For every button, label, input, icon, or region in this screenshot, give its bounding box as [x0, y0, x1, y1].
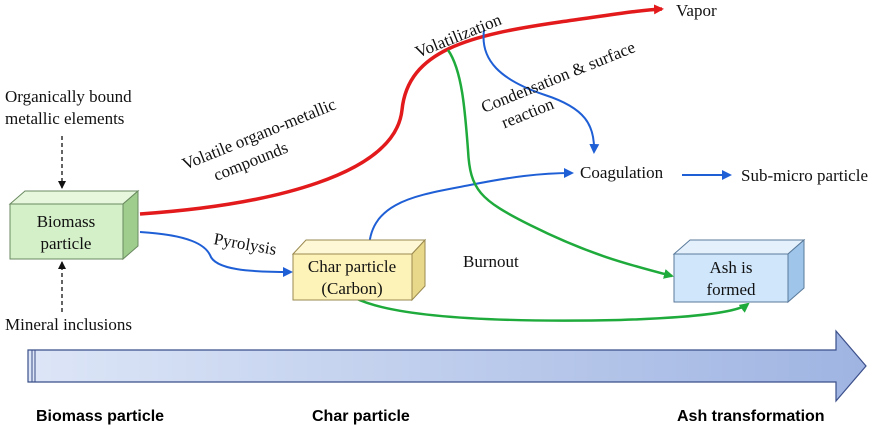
biomass-particle-box: Biomass particle: [8, 189, 140, 261]
coagulation-label: Coagulation: [580, 163, 664, 182]
ash-formed-box: Ash is formed: [672, 238, 806, 304]
submicro-label: Sub-micro particle: [741, 166, 868, 185]
volatile-path: [139, 4, 664, 216]
burnout-label: Burnout: [463, 252, 519, 271]
biomass-label-line2: particle: [41, 234, 92, 253]
organic-label-line1: Organically bound: [5, 87, 132, 106]
organic-label-line2: metallic elements: [5, 109, 124, 128]
mineral-label: Mineral inclusions: [5, 315, 132, 334]
char-label-line1: Char particle: [308, 257, 396, 276]
burnout-lower-path: [354, 296, 750, 322]
stage-char-label: Char particle: [312, 408, 410, 425]
burnout-upper-path: [446, 49, 674, 279]
condensation-path: [482, 29, 600, 154]
stage-ash-label: Ash transformation: [677, 408, 825, 425]
char-particle-box: Char particle (Carbon): [291, 238, 427, 302]
timeline-arrow: [27, 329, 867, 403]
pyrolysis-label: Pyrolysis: [212, 229, 278, 259]
char-to-coagulation-path: [367, 168, 574, 253]
stage-biomass-label: Biomass particle: [36, 408, 164, 425]
biomass-label-line1: Biomass: [37, 212, 96, 231]
ash-label-line1: Ash is: [710, 258, 753, 277]
char-label-line2: (Carbon): [321, 279, 382, 298]
ash-label-line2: formed: [706, 280, 756, 299]
vapor-label: Vapor: [676, 1, 717, 20]
condensation-label-line1: Condensation & surface: [478, 38, 637, 117]
pyrolysis-path: [139, 231, 293, 277]
